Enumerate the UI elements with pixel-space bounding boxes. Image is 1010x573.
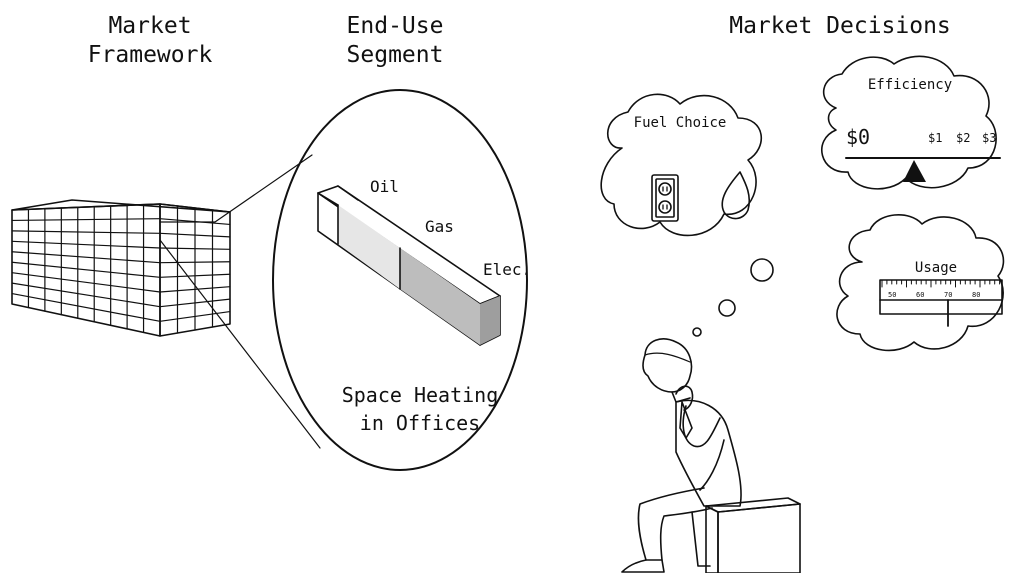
usage-tick-60: 60 [916, 291, 924, 299]
efficiency-option-3: $3 [982, 131, 996, 145]
efficiency-option-2: $2 [956, 131, 970, 145]
thinking-person-icon [621, 338, 801, 573]
header-market-framework-line2: Framework [87, 42, 213, 68]
header-end-use-segment-line1: End-Use [346, 13, 444, 39]
header-market-decisions: Market Decisions [729, 13, 951, 39]
grid-row-line [11, 251, 161, 264]
end-use-segment-ellipse: Oil Gas Elec. Space Heating in Offices [272, 89, 531, 471]
usage-tick-50: 50 [888, 291, 896, 299]
balance-fulcrum-icon [903, 160, 926, 182]
header-market-framework: Market Framework [65, 12, 235, 70]
efficiency-base-cost: $0 [846, 125, 870, 149]
header-market-framework-line1: Market [108, 13, 192, 39]
fuel-label-gas: Gas [425, 217, 454, 236]
usage-label: Usage [915, 260, 957, 276]
grid-row-line [11, 230, 161, 234]
segment-caption-line1: Space Heating [342, 383, 499, 407]
efficiency-cloud: Efficiency $0 $1 $2 $3 [820, 55, 1001, 190]
usage-cloud: Usage 50 60 70 80 [836, 214, 1005, 352]
header-end-use-segment-line2: Segment [346, 42, 444, 68]
efficiency-label: Efficiency [868, 77, 952, 93]
electric-outlet-icon [651, 174, 679, 222]
grid-row-line [11, 272, 161, 293]
zoom-lines [159, 154, 321, 449]
header-end-use-segment: End-Use Segment [320, 12, 470, 70]
grid-row-line [11, 292, 161, 322]
fuel-choice-label: Fuel Choice [634, 115, 727, 131]
market-framework-grid [11, 199, 231, 337]
fuel-choice-cloud: Fuel Choice [600, 93, 762, 237]
fuel-label-oil: Oil [370, 177, 399, 196]
grid-row-line [11, 261, 161, 278]
fuel-bar [317, 185, 501, 346]
thought-bubbles [692, 258, 774, 337]
fuel-label-elec: Elec. [483, 260, 531, 279]
grid-row-line [11, 240, 161, 249]
efficiency-option-1: $1 [928, 131, 942, 145]
gas-flame-icon [721, 171, 751, 220]
usage-tick-80: 80 [972, 291, 980, 299]
usage-tick-70: 70 [944, 291, 952, 299]
grid-row-line [11, 282, 161, 308]
grid-row-line [11, 218, 161, 222]
segment-caption-line2: in Offices [360, 411, 480, 435]
